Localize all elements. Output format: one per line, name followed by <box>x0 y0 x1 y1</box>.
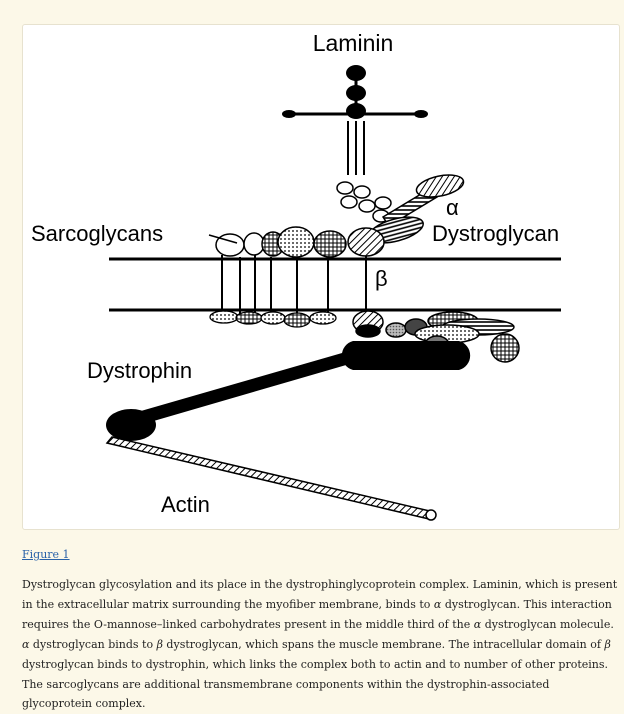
alpha-dystroglycan-shape <box>368 174 465 244</box>
alpha-label: α <box>446 195 459 220</box>
dystrophin-shape <box>106 341 471 441</box>
actin-label: Actin <box>161 492 210 517</box>
actin-filament <box>105 436 436 520</box>
laminin-shape <box>282 65 428 175</box>
beta-dystroglycan-head <box>347 227 385 257</box>
sarcoglycan-tails <box>209 310 337 328</box>
laminin-label: Laminin <box>313 30 394 56</box>
actin-filament-end <box>425 509 437 521</box>
dystroglycan-label: Dystroglycan <box>432 221 559 246</box>
dystrophin-label: Dystrophin <box>87 358 192 383</box>
carbohydrate-chain <box>336 181 392 223</box>
figure-image[interactable]: Laminin α Dystroglycan Sarcoglycans β Dy… <box>22 24 620 530</box>
dystroglycan-complex-diagram: Laminin α Dystroglycan Sarcoglycans β Dy… <box>31 30 561 521</box>
transmembrane-stalks <box>221 255 367 315</box>
figure-1-link[interactable]: Figure 1 <box>22 548 70 561</box>
sarcoglycans-pointer <box>208 234 238 244</box>
beta-label: β <box>375 266 388 291</box>
sarcoglycans-label: Sarcoglycans <box>31 221 163 246</box>
intracellular-proteins <box>352 310 520 363</box>
figure-caption: Dystroglycan glycosylation and its place… <box>22 578 618 711</box>
